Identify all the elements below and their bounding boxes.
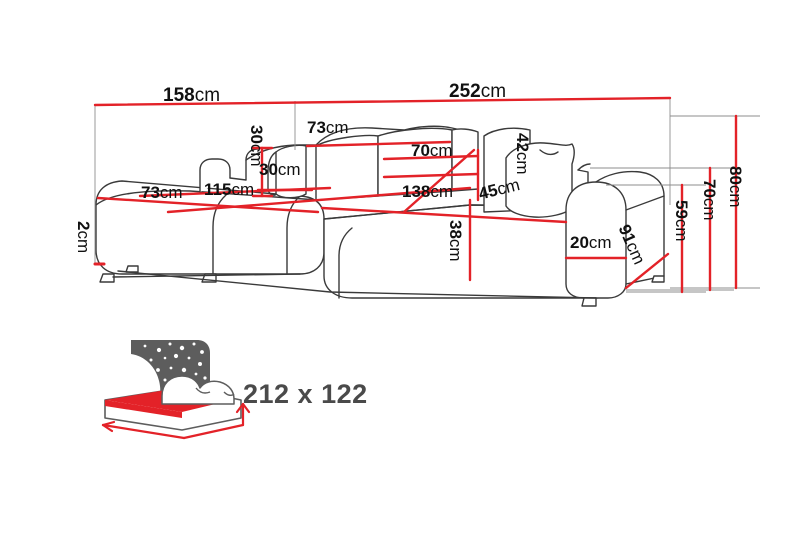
dimline-70: [382, 154, 480, 161]
right-armrest-side: [625, 195, 665, 285]
backrest-top-rail: [245, 125, 471, 161]
dimension-value-252: 252: [449, 81, 481, 102]
base-line-main: [117, 270, 597, 299]
dimension-label-73-chaise: 73cm: [141, 184, 183, 201]
sleeping-area-label: 212 x 122: [243, 379, 368, 409]
dimline-138: [166, 186, 472, 214]
dimension-label-20: 20cm: [570, 234, 612, 251]
dimension-unit-38: cm: [446, 238, 465, 262]
back-panel-right-2: [577, 163, 591, 171]
dimension-value-20: 20: [570, 233, 589, 252]
chaise-top-plane: [95, 190, 319, 206]
bed-pillow-fold-2: [223, 391, 235, 397]
bed-arrow-width-head2: [101, 423, 114, 433]
dimension-unit-73-back: cm: [325, 118, 349, 137]
bed-arrow-length-head1: [235, 402, 245, 414]
scatter-pillow-right-fold: [539, 149, 559, 156]
dimension-value-30-width: 30: [259, 160, 278, 179]
dimension-label-115: 115cm: [204, 181, 254, 198]
leg-front-left: [99, 273, 115, 283]
dimension-unit-73-chaise: cm: [159, 183, 183, 202]
dimension-value-42: 42: [513, 133, 532, 152]
dimension-value-138: 138: [402, 182, 431, 201]
bed-mattress-top-2: [105, 400, 182, 418]
dimline-seat-front: [320, 206, 568, 224]
dimline-91: [624, 252, 670, 290]
dimension-unit-59: cm: [672, 218, 691, 242]
bed-arrow-width-head1: [101, 420, 116, 427]
dimension-value-73-back: 73: [307, 118, 326, 137]
dimension-unit-138: cm: [430, 182, 454, 201]
chaise-backrest-stub: [199, 158, 231, 193]
dimension-label-158: 158cm: [163, 86, 220, 105]
dimension-value-30-height: 30: [247, 125, 266, 144]
base-line-left: [112, 273, 301, 278]
dimline-158-252: [93, 96, 672, 107]
bed-arrow-length-head2: [241, 402, 251, 414]
dimension-value-38: 38: [446, 220, 465, 239]
dimension-value-59: 59: [672, 200, 691, 219]
sleeping-area-icon: [101, 340, 251, 440]
dimension-unit-158: cm: [194, 85, 221, 106]
dimension-label-138: 138cm: [402, 183, 453, 200]
dimension-value-70-width: 70: [411, 141, 430, 160]
bed-arrow-width: [101, 423, 186, 440]
dimension-label-70-width: 70cm: [411, 142, 453, 159]
dimline-45: [402, 148, 476, 214]
leg-right-back: [651, 275, 665, 283]
dimension-value-70-height: 70: [700, 179, 719, 198]
scatter-pillow-left: [275, 144, 307, 199]
bed-arrow-length: [182, 423, 245, 440]
dimension-label-30-width: 30cm: [259, 161, 301, 178]
dimension-value-158: 158: [163, 85, 195, 106]
dimension-label-252: 252cm: [449, 82, 506, 101]
dimension-label-38: 38cm: [446, 220, 465, 262]
dimension-unit-20: cm: [588, 233, 612, 252]
scatter-pillow-left-b: [267, 151, 277, 196]
dimension-value-115: 115: [204, 180, 232, 199]
scatter-pillow-right: [505, 142, 575, 218]
dimline-73-chaise: [96, 196, 320, 214]
crescent-moon-icon: [131, 354, 161, 398]
dimension-unit-2: cm: [74, 230, 93, 254]
dimension-value-73-chaise: 73: [141, 183, 160, 202]
leg-right-arm: [581, 297, 597, 307]
back-cushion-3: [451, 128, 479, 192]
dimline-115: [138, 186, 332, 198]
dimension-unit-252: cm: [480, 81, 507, 102]
dimension-label-70-height: 70cm: [700, 179, 719, 221]
dimension-unit-70-height: cm: [700, 197, 719, 221]
dimension-unit-115: cm: [231, 180, 255, 199]
bed-dimension-arrows: [101, 402, 251, 440]
dimension-unit-30-width: cm: [277, 160, 301, 179]
extension-lines: [94, 98, 760, 293]
dimension-label-42: 42cm: [513, 133, 532, 175]
dimension-unit-80: cm: [726, 184, 745, 208]
dimension-label-2: 2cm: [74, 221, 93, 254]
main-seat-seam: [338, 227, 353, 299]
dimline-73-back: [305, 140, 452, 148]
dimension-unit-70-width: cm: [429, 141, 453, 160]
dimension-value-80: 80: [726, 166, 745, 185]
dimension-unit-42: cm: [513, 151, 532, 175]
dimline-70b: [382, 172, 480, 179]
leg-back-left: [125, 265, 139, 273]
dimension-lines: [93, 96, 738, 294]
bed-pillow-fold: [195, 387, 211, 394]
dimension-label-59: 59cm: [672, 200, 691, 242]
chaise-seam: [212, 194, 227, 275]
sofa-outline: [95, 125, 665, 307]
dimension-label-73-back: 73cm: [307, 119, 349, 136]
dimension-label-80: 80cm: [726, 166, 745, 208]
